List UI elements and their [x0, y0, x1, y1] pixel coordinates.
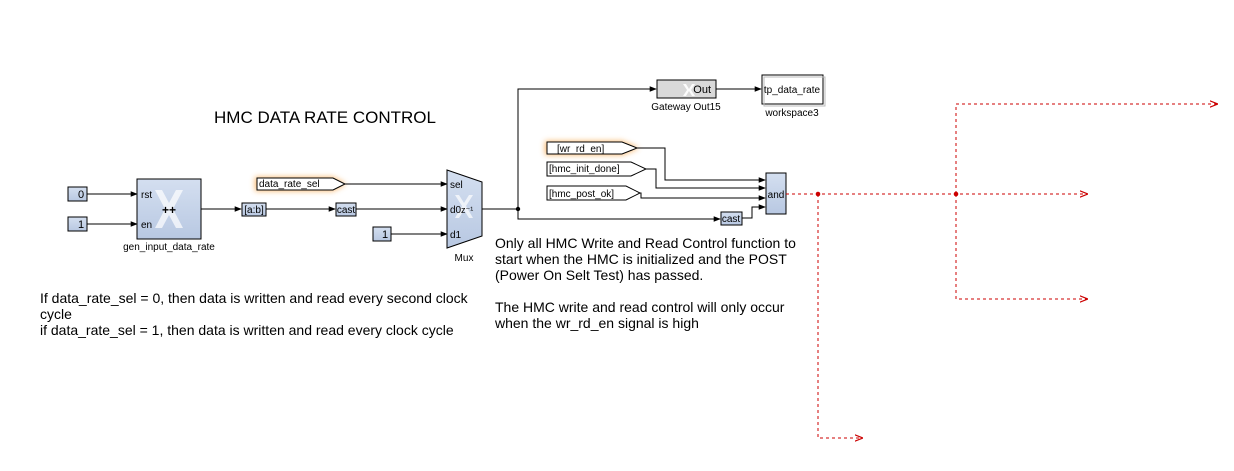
- xilinx-logo-icon: [155, 190, 183, 228]
- from-hmc-post-ok-label: [hmc_post_ok]: [549, 189, 614, 200]
- counter-symbol: ++: [162, 203, 176, 217]
- cast-block-2[interactable]: cast: [720, 211, 743, 226]
- constant-mux-d1-block[interactable]: 1: [372, 226, 392, 242]
- red-signal-up: [955, 104, 1217, 194]
- to-workspace-label: tp_data_rate: [764, 85, 821, 96]
- counter-port-rst: rst: [141, 190, 152, 201]
- constant-mux-d1-value: 1: [382, 229, 388, 241]
- xilinx-logo-icon: [455, 195, 473, 218]
- wire-post-ok-and: [640, 192, 766, 201]
- mux-block[interactable]: sel d0 z⁻¹ d1: [446, 169, 483, 249]
- from-wr-rd-en-label: [wr_rd_en]: [557, 144, 604, 155]
- red-signal-down: [817, 194, 862, 438]
- output-signal-lines: [786, 104, 1217, 438]
- wire-mux-gateway: [517, 86, 657, 209]
- cast-2-label: cast: [722, 214, 741, 225]
- annotation-data-rate: If data_rate_sel = 0, then data is writt…: [40, 290, 468, 338]
- to-workspace-block[interactable]: tp_data_rate: [761, 74, 826, 107]
- constant-0-value: 0: [78, 189, 84, 201]
- annotation-hmc-control: Only all HMC Write and Read Control func…: [495, 235, 796, 331]
- mux-port-sel: sel: [450, 180, 463, 191]
- wire-wr-rd-en-and: [637, 147, 766, 183]
- gateway-out-name: Gateway Out15: [651, 102, 721, 113]
- from-data-rate-sel-label: data_rate_sel: [259, 179, 320, 190]
- from-hmc-post-ok[interactable]: [hmc_post_ok]: [546, 185, 642, 201]
- constant-1-block[interactable]: 1: [67, 216, 88, 232]
- red-signal-lower: [955, 194, 1087, 299]
- slice-block[interactable]: [a:b]: [241, 202, 267, 217]
- mux-name: Mux: [455, 253, 474, 264]
- mux-port-d0: d0: [450, 205, 462, 216]
- xilinx-logo-icon: [683, 84, 695, 96]
- and-gate-label: and: [768, 190, 785, 201]
- gateway-out-label: Out: [693, 84, 711, 96]
- constant-1-value: 1: [78, 219, 84, 231]
- counter-block[interactable]: rst en ++: [136, 178, 202, 240]
- mux-delay-label: z⁻¹: [461, 205, 473, 215]
- gateway-out-block[interactable]: Out: [656, 79, 717, 99]
- counter-port-en: en: [141, 220, 152, 231]
- wire-mux-cast2: [517, 209, 721, 222]
- slice-label: [a:b]: [244, 205, 264, 216]
- wire-init-done-and: [646, 168, 766, 191]
- wire-cast2-and: [742, 204, 766, 219]
- to-workspace-name: workspace3: [764, 108, 819, 119]
- from-hmc-init-done[interactable]: [hmc_init_done]: [546, 161, 648, 177]
- counter-name: gen_input_data_rate: [123, 242, 215, 253]
- from-wr-rd-en[interactable]: [wr_rd_en]: [545, 141, 639, 155]
- constant-0-block[interactable]: 0: [67, 186, 88, 202]
- diagram-title: HMC DATA RATE CONTROL: [214, 108, 436, 127]
- cast-block-1[interactable]: cast: [335, 202, 357, 217]
- mux-port-d1: d1: [450, 230, 462, 241]
- from-data-rate-sel[interactable]: data_rate_sel: [255, 177, 347, 191]
- from-hmc-init-done-label: [hmc_init_done]: [549, 164, 620, 175]
- and-gate-block[interactable]: and: [765, 172, 787, 215]
- cast-1-label: cast: [337, 205, 356, 216]
